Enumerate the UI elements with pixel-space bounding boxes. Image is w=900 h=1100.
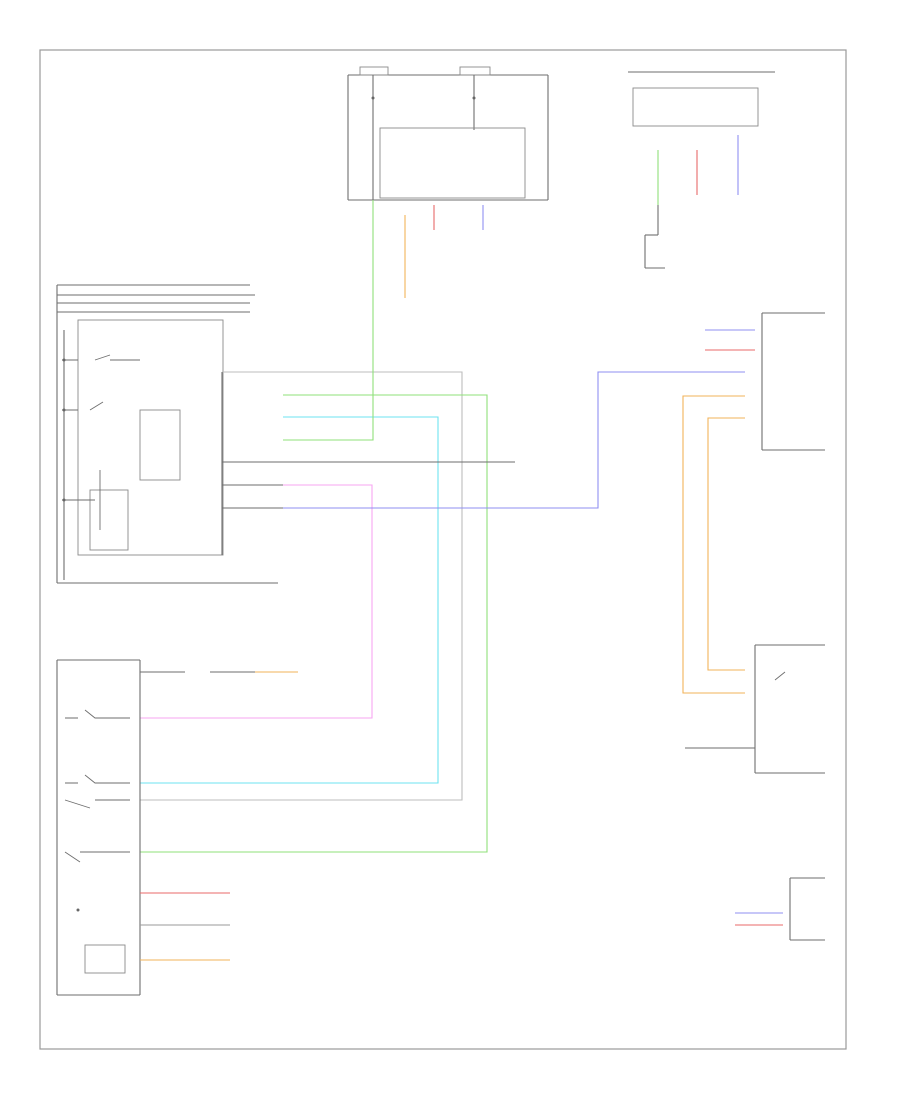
right-lower-module xyxy=(685,644,825,774)
orange-wire-b xyxy=(707,417,745,671)
top-fuse-box xyxy=(347,66,549,201)
right-connector-block xyxy=(705,312,825,451)
pink-wire xyxy=(140,484,373,719)
orange-wire-a xyxy=(682,395,745,694)
main-switch-module xyxy=(56,284,278,584)
bottom-right-connector xyxy=(735,877,825,941)
right-top-connector xyxy=(628,71,775,269)
green-feed-wire xyxy=(283,200,374,441)
green-wire xyxy=(140,394,488,853)
diagram-frame xyxy=(39,49,847,1050)
cyan-wire xyxy=(140,416,439,784)
blue-wire xyxy=(283,371,745,509)
lower-left-switch-block xyxy=(56,659,298,996)
gray-wire xyxy=(140,371,463,801)
